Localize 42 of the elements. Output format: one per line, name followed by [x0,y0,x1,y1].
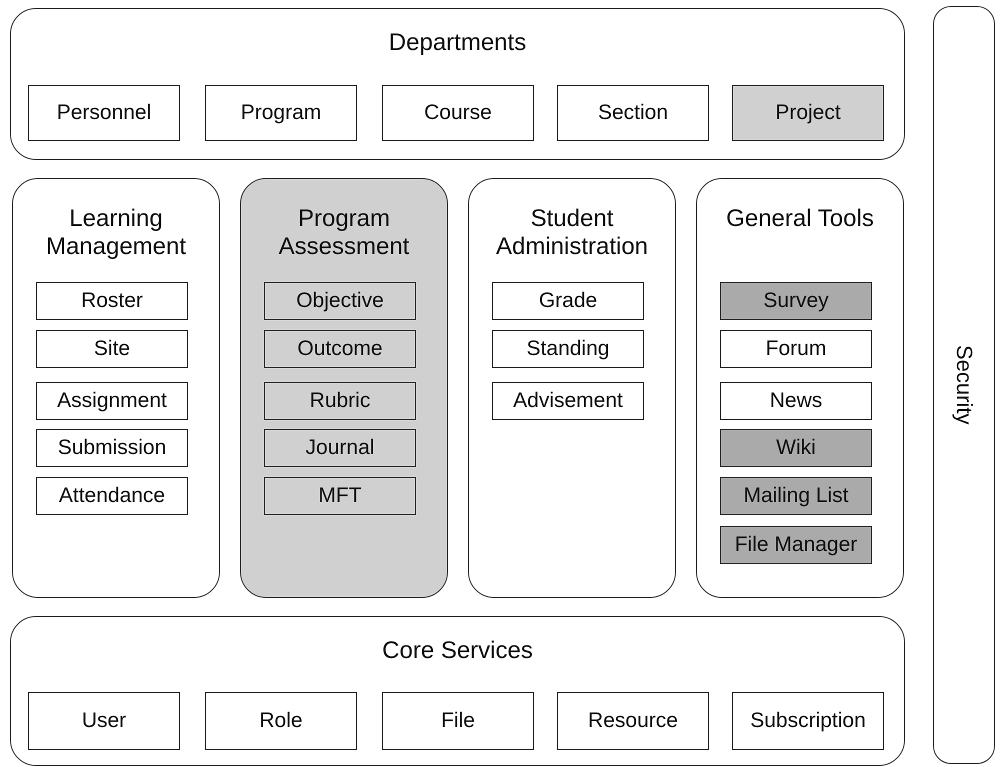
module-box: Assignment [36,382,188,420]
module-box: Objective [264,282,416,320]
module-box: Grade [492,282,644,320]
module-box: Resource [557,692,709,750]
layer-panel [10,8,905,160]
module-box: Standing [492,330,644,368]
module-box: Attendance [36,477,188,515]
module-box: Site [36,330,188,368]
layer-panel [240,178,448,598]
module-box: Forum [720,330,872,368]
panel-title: Program Assessment [278,205,410,261]
module-box: News [720,382,872,420]
module-box: Survey [720,282,872,320]
module-box: Project [732,85,884,141]
module-box: File Manager [720,526,872,564]
module-box: Course [382,85,534,141]
layer-panel [10,616,905,766]
module-box: Rubric [264,382,416,420]
module-box: Subscription [732,692,884,750]
module-box: Roster [36,282,188,320]
module-box: File [382,692,534,750]
module-box: Mailing List [720,477,872,515]
panel-title: Core Services [381,637,534,665]
security-layer: Security [933,6,995,764]
module-box: Personnel [28,85,180,141]
module-box: Journal [264,429,416,467]
module-box: Wiki [720,429,872,467]
module-box: User [28,692,180,750]
module-box: MFT [264,477,416,515]
module-box: Advisement [492,382,644,420]
module-box: Role [205,692,357,750]
panel-title: Departments [388,29,528,57]
layer-panel [12,178,220,598]
layer-panel [696,178,904,598]
panel-title: General Tools [725,205,875,233]
panel-title: Learning Management [44,205,188,261]
layer-panel [468,178,676,598]
module-box: Submission [36,429,188,467]
module-box: Program [205,85,357,141]
module-box: Section [557,85,709,141]
module-box: Outcome [264,330,416,368]
panel-title: Student Administration [494,205,650,261]
